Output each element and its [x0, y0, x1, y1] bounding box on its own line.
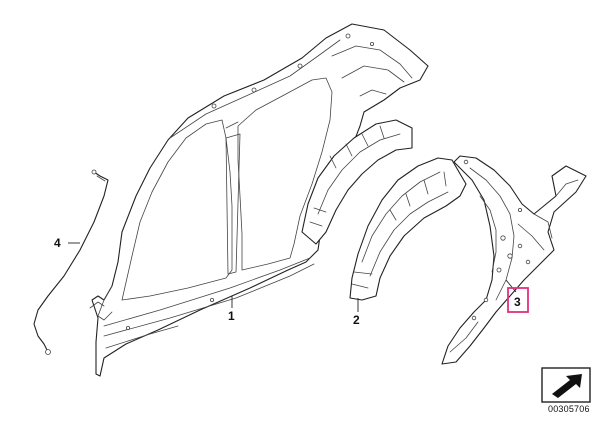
wheel-arch-panel-part [349, 157, 467, 301]
drain-hose-part [33, 169, 109, 355]
highlight-box [507, 287, 529, 313]
callout-1: 1 [228, 309, 235, 323]
leader-line-3 [505, 279, 517, 293]
callout-2: 2 [353, 313, 360, 327]
callout-4: 4 [54, 236, 61, 250]
wheel-arch-inner-part [301, 119, 413, 245]
rear-pillar-part [441, 155, 587, 365]
callout-3: 3 [514, 295, 521, 309]
arrow-in-box-icon [541, 367, 591, 403]
diagram-id: 00305706 [548, 404, 590, 414]
side-frame-part [89, 23, 429, 377]
